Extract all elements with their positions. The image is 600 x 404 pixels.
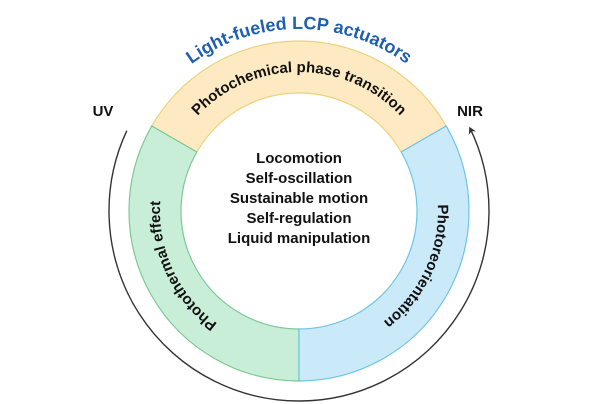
segment-photochemical-phase-transition (150, 40, 448, 153)
application-item: Self-regulation (246, 210, 352, 227)
segment-photoreorientation (298, 125, 470, 382)
applications-list: Locomotion Self-oscillation Sustainable … (199, 149, 399, 249)
application-item: Liquid manipulation (227, 230, 371, 247)
nir-label: NIR (457, 103, 483, 120)
application-item: Locomotion (256, 150, 342, 167)
curved-arrow-icon (108, 126, 490, 402)
segment-photothermal-effect (128, 125, 300, 382)
application-item: Sustainable motion (229, 190, 369, 207)
uv-label: UV (93, 103, 114, 120)
application-item: Self-oscillation (245, 170, 353, 187)
